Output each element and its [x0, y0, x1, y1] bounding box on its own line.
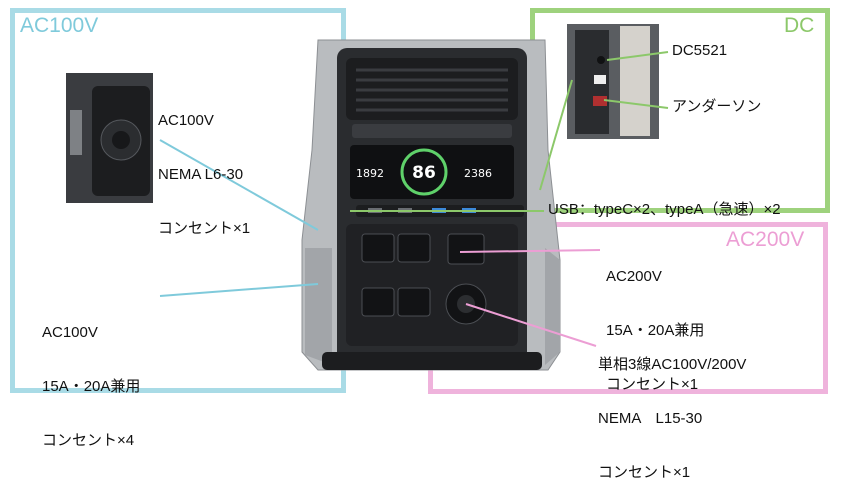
ac200-outlet-line-1: AC200V — [606, 268, 662, 285]
ac200-outlet-label: AC200V 15A・20A兼用 コンセント×1 — [606, 232, 704, 412]
l1530-line-2: NEMA L15-30 — [598, 410, 703, 427]
ac100-outlets-line-1: AC100V — [42, 324, 98, 341]
display-center-value: 86 — [412, 163, 436, 183]
ac100-l630-line-3: コンセント×1 — [158, 220, 251, 237]
ac100-outlets-line-2: 15A・20A兼用 — [42, 378, 141, 395]
display-left-value: 1892 — [356, 167, 384, 180]
ac100-l630-label: AC100V NEMA L6-30 コンセント×1 — [158, 76, 250, 256]
l1530-label: 単相3線AC100V/200V NEMA L15-30 コンセント×1 — [598, 320, 746, 500]
anderson-label: アンダーソン — [672, 98, 762, 115]
l1530-line-1: 単相3線AC100V/200V — [598, 356, 747, 373]
ac200-section-title: AC200V — [726, 228, 805, 251]
ac200-outlet-line-2: 15A・20A兼用 — [606, 322, 705, 339]
usb-label: USB：typeC×2、typeA（急速）×2 — [548, 201, 781, 218]
ac100-outlets-line-3: コンセント×4 — [42, 432, 135, 449]
ac100-section-title: AC100V — [20, 14, 99, 37]
dc5521-label: DC5521 — [672, 42, 728, 59]
ac100-outlets-label: AC100V 15A・20A兼用 コンセント×4 — [42, 288, 140, 468]
dc-section-title: DC — [784, 14, 815, 37]
ac200-outlet-line-3: コンセント×1 — [606, 376, 699, 393]
display-right-value: 2386 — [464, 167, 492, 180]
ac100-l630-line-1: AC100V — [158, 112, 214, 129]
power-station-illustration: 86 1892 2386 — [66, 24, 669, 371]
ac100-l630-line-2: NEMA L6-30 — [158, 166, 244, 183]
l1530-line-3: コンセント×1 — [598, 464, 691, 481]
